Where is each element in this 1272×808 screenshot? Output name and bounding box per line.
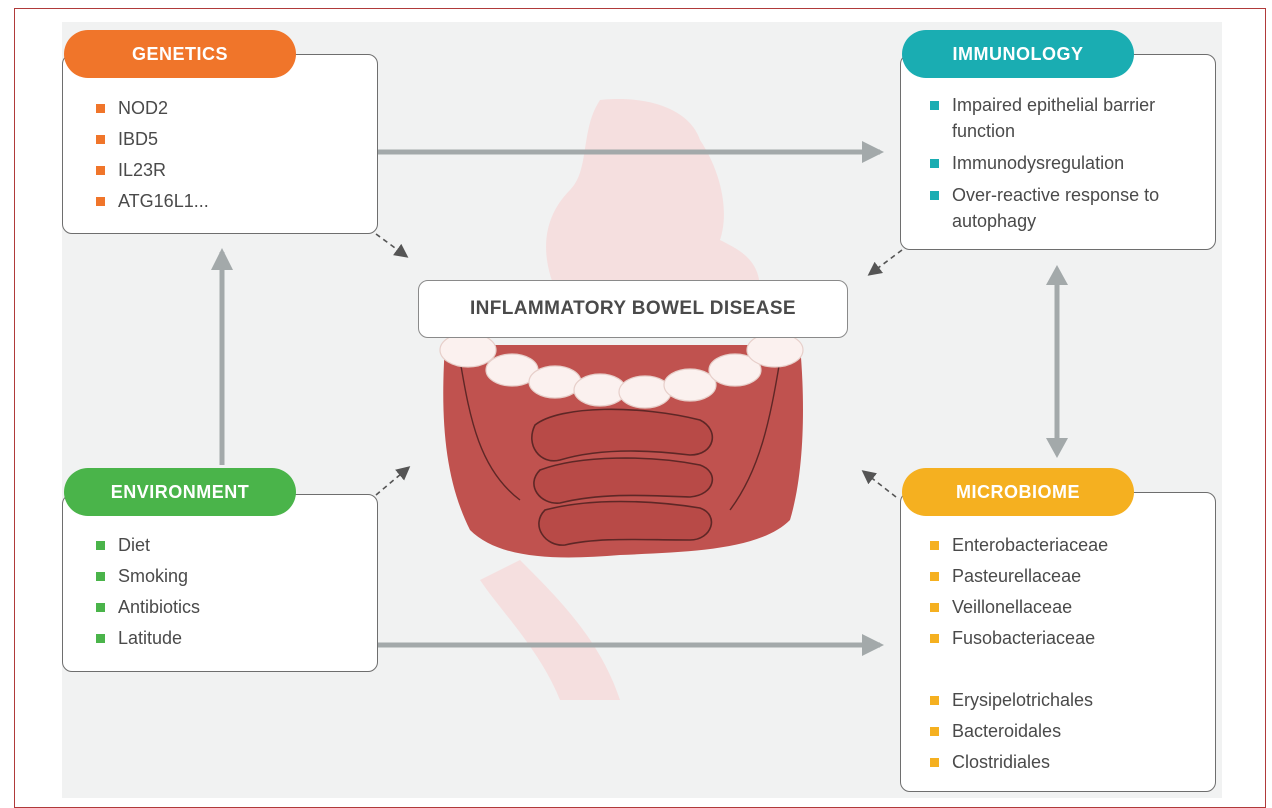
bullet-square-icon [930,696,939,705]
bullet-square-icon [930,159,939,168]
list-item: Smoking [90,561,200,592]
list-item: IL23R [90,155,209,186]
microbiome-increased-list: Enterobacteriaceae Pasteurellaceae Veill… [924,530,1108,654]
list-item: Pasteurellaceae [924,561,1108,592]
item-text: Enterobacteriaceae [952,535,1108,555]
item-text: ATG16L1... [118,191,209,211]
list-item: IBD5 [90,124,209,155]
dashed-arrow-genetics-to-ibd [376,234,406,256]
dashed-arrow-immunology-to-ibd [870,250,902,274]
item-text: Pasteurellaceae [952,566,1081,586]
bullet-square-icon [96,541,105,550]
list-item: Latitude [90,623,200,654]
bullet-square-icon [930,572,939,581]
dashed-arrow-environment-to-ibd [376,468,408,495]
list-item: Immunodysregulation [924,150,1209,176]
genetics-list: NOD2 IBD5 IL23R ATG16L1... [90,93,209,217]
bullet-square-icon [930,101,939,110]
bullet-square-icon [930,541,939,550]
bullet-square-icon [96,572,105,581]
environment-label: ENVIRONMENT [64,468,296,516]
item-text: Smoking [118,566,188,586]
item-text: IL23R [118,160,166,180]
list-item: Enterobacteriaceae [924,530,1108,561]
item-text: Immunodysregulation [952,153,1124,173]
list-item: Clostridiales [924,747,1093,778]
immunology-label: IMMUNOLOGY [902,30,1134,78]
arrow-immunology-microbiome-bidirectional [1046,265,1068,458]
dashed-arrow-microbiome-to-ibd [864,472,896,497]
list-item: Over-reactive response to autophagy [924,182,1209,234]
microbiome-decreased-list: Erysipelotrichales Bacteroidales Clostri… [924,685,1093,778]
bullet-square-icon [930,634,939,643]
bullet-square-icon [930,727,939,736]
item-text: Clostridiales [952,752,1050,772]
list-item: Antibiotics [90,592,200,623]
item-text: Over-reactive response to autophagy [952,185,1159,231]
ibd-title: INFLAMMATORY BOWEL DISEASE [418,280,848,338]
item-text: Diet [118,535,150,555]
bullet-square-icon [96,634,105,643]
list-item: Erysipelotrichales [924,685,1093,716]
item-text: NOD2 [118,98,168,118]
genetics-label: GENETICS [64,30,296,78]
bullet-square-icon [96,135,105,144]
small-intestine-icon [532,409,713,545]
item-text: Fusobacteriaceae [952,628,1095,648]
large-intestine-icon [440,333,803,557]
item-text: Bacteroidales [952,721,1061,741]
item-text: Erysipelotrichales [952,690,1093,710]
bullet-square-icon [930,758,939,767]
bullet-square-icon [96,166,105,175]
bullet-square-icon [96,603,105,612]
list-item: NOD2 [90,93,209,124]
bullet-square-icon [930,191,939,200]
bullet-square-icon [930,603,939,612]
list-item: Veillonellaceae [924,592,1108,623]
list-item: ATG16L1... [90,186,209,217]
bullet-square-icon [96,104,105,113]
list-item: Fusobacteriaceae [924,623,1108,654]
item-text: IBD5 [118,129,158,149]
immunology-list: Impaired epithelial barrier function Imm… [924,92,1209,234]
item-text: Veillonellaceae [952,597,1072,617]
list-item: Bacteroidales [924,716,1093,747]
item-text: Antibiotics [118,597,200,617]
microbiome-label: MICROBIOME [902,468,1134,516]
item-text: Impaired epithelial barrier function [952,95,1155,141]
environment-list: Diet Smoking Antibiotics Latitude [90,530,200,654]
bullet-square-icon [96,197,105,206]
item-text: Latitude [118,628,182,648]
list-item: Diet [90,530,200,561]
list-item: Impaired epithelial barrier function [924,92,1209,144]
